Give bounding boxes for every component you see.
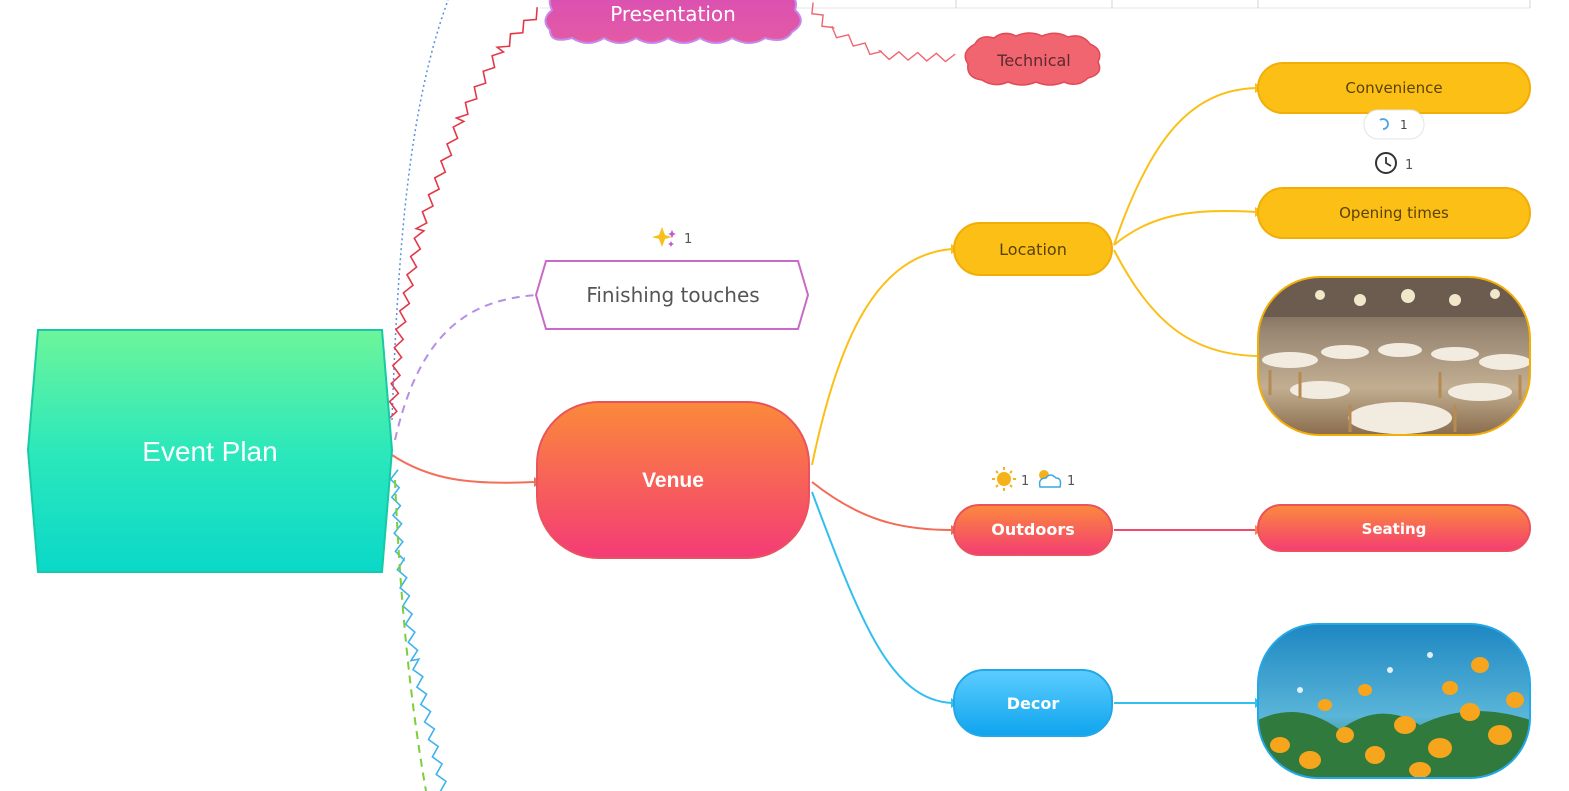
finishing-touches-sparkle-badge[interactable]: 1 (652, 227, 692, 247)
refresh-icon (1379, 118, 1389, 130)
technical-label: Technical (996, 51, 1070, 70)
cloud-count: 1 (1067, 474, 1075, 489)
venue-label: Venue (642, 469, 704, 492)
sun-icon (992, 467, 1016, 491)
clock-count: 1 (1405, 158, 1413, 173)
partly-cloudy-icon (1038, 470, 1062, 488)
topic-presentation[interactable]: Presentation (544, 0, 802, 44)
flowers-image[interactable] (1257, 623, 1531, 779)
topic-decor[interactable]: Decor (953, 669, 1113, 737)
topic-opening-times[interactable]: Opening times (1257, 187, 1531, 239)
finishing-touches-label: Finishing touches (586, 283, 759, 307)
convenience-label: Convenience (1345, 79, 1442, 97)
root-topic-label: Event Plan (142, 436, 277, 467)
opening-times-clock-badge[interactable]: 1 (1375, 152, 1413, 174)
outdoors-weather-badges[interactable]: 1 1 (992, 467, 1075, 491)
root-topic-event-plan[interactable]: Event Plan (26, 329, 394, 573)
outdoors-label: Outdoors (991, 520, 1075, 539)
topic-convenience[interactable]: Convenience (1257, 62, 1531, 114)
topic-seating[interactable]: Seating (1257, 504, 1531, 552)
sun-count: 1 (1021, 474, 1029, 489)
decor-label: Decor (1007, 694, 1060, 713)
topic-finishing-touches[interactable]: Finishing touches (534, 260, 810, 330)
presentation-label: Presentation (610, 2, 736, 26)
topic-location[interactable]: Location (953, 222, 1113, 276)
seating-label: Seating (1362, 520, 1427, 538)
zigzag-presentation (387, 7, 538, 421)
opening-times-label: Opening times (1339, 204, 1449, 222)
sparkle-icon (652, 227, 672, 247)
location-label: Location (999, 240, 1067, 259)
ballroom-image[interactable] (1257, 276, 1531, 436)
topic-venue[interactable]: Venue (536, 401, 810, 559)
convenience-task-badge[interactable]: 1 (1363, 109, 1425, 140)
topic-technical[interactable]: Technical (964, 32, 1101, 86)
sparkle-count: 1 (684, 232, 692, 247)
topic-outdoors[interactable]: Outdoors (953, 504, 1113, 556)
convenience-badge-count: 1 (1400, 118, 1408, 132)
connectors (387, 0, 1263, 791)
